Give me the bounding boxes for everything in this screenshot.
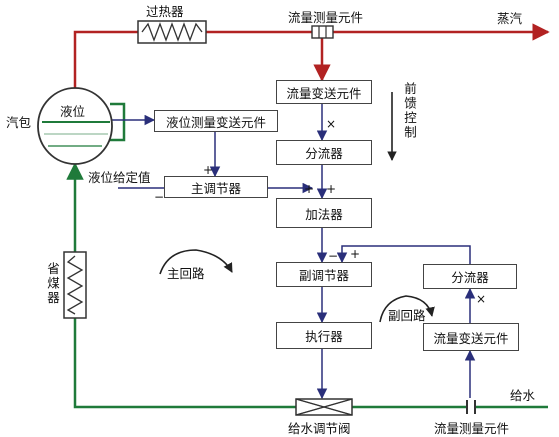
feedforward-label: 前馈控制	[402, 82, 417, 140]
steam-line	[73, 23, 550, 88]
economizer-coil	[63, 251, 87, 319]
main-loop-arc	[159, 249, 233, 275]
feedwater-valve-label: 给水调节阀	[288, 421, 351, 436]
level-label: 液位	[60, 104, 86, 119]
flow-transmitter-right-box: 流量变送元件	[423, 323, 519, 351]
steam-label: 蒸汽	[497, 11, 523, 26]
drum-vessel	[37, 87, 113, 165]
drum-label: 汽包	[6, 115, 32, 130]
cross-sign-top: ×	[326, 117, 337, 131]
adder-box: 加法器	[276, 198, 372, 228]
superheater-coil	[137, 20, 207, 44]
cross-sign-right: ×	[476, 292, 487, 306]
bottom-flow-element-label: 流量测量元件	[434, 421, 510, 436]
water-line	[66, 102, 548, 409]
secondary-controller-box: 副调节器	[276, 262, 372, 287]
main-controller-box: 主调节器	[164, 176, 268, 198]
feedwater-valve	[295, 398, 353, 416]
secondary-loop-label: 副回路	[388, 308, 426, 323]
secondary-loop-arc	[379, 295, 435, 323]
actuator-box: 执行器	[276, 322, 372, 349]
flow-transmitter-top-box: 流量变送元件	[276, 80, 372, 104]
signal-lines	[111, 104, 476, 400]
level-setpoint-label: 液位给定值	[88, 170, 151, 185]
feedwater-label: 给水	[510, 388, 536, 403]
top-flow-element	[311, 25, 334, 39]
plus-sign-adder-left: +	[304, 182, 315, 196]
economizer-label: 省煤器	[45, 262, 60, 306]
main-loop-label: 主回路	[167, 266, 205, 281]
splitter-top-box: 分流器	[276, 140, 372, 165]
splitter-right-box: 分流器	[423, 264, 517, 289]
minus-sign-setpoint: −	[154, 190, 165, 204]
superheater-label: 过热器	[146, 4, 184, 19]
plus-sign-adder-top: +	[326, 182, 337, 196]
plus-sign-setpoint: +	[203, 163, 214, 177]
plus-sign-secondary: +	[350, 247, 361, 261]
level-transmitter-box: 液位测量变送元件	[154, 110, 278, 132]
bottom-flow-element	[466, 400, 476, 414]
minus-sign-secondary: −	[328, 249, 339, 263]
top-flow-element-label: 流量测量元件	[288, 10, 364, 25]
